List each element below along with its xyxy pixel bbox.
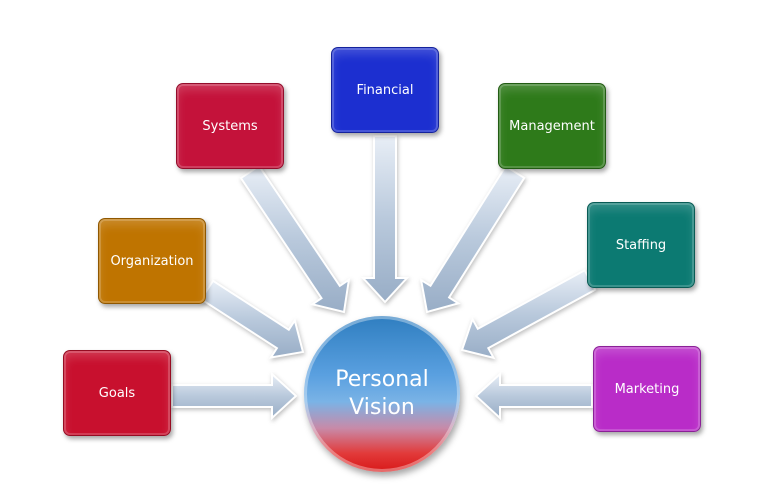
management-node: Management xyxy=(498,83,606,169)
organization-node: Organization xyxy=(98,218,206,304)
systems-arrow xyxy=(239,164,351,314)
goals-label: Goals xyxy=(98,385,136,401)
financial-label: Financial xyxy=(356,82,414,98)
systems-node: Systems xyxy=(176,83,284,169)
financial-arrow xyxy=(360,135,410,304)
goals-node: Goals xyxy=(63,350,171,436)
systems-label: Systems xyxy=(202,118,258,134)
center-line-1: Personal xyxy=(335,367,429,392)
management-label: Management xyxy=(509,118,595,134)
financial-node: Financial xyxy=(331,47,439,133)
staffing-arrow xyxy=(460,268,597,360)
goals-arrow xyxy=(171,371,298,421)
marketing-label: Marketing xyxy=(614,381,680,397)
management-arrow xyxy=(419,164,526,314)
organization-arrow xyxy=(199,279,305,359)
arrows-group xyxy=(171,135,597,421)
center-line-2: Vision xyxy=(349,395,415,420)
organization-label: Organization xyxy=(110,253,194,269)
personal-vision-circle: Personal Vision xyxy=(304,316,460,472)
staffing-label: Staffing xyxy=(615,237,667,253)
marketing-arrow xyxy=(474,371,593,421)
staffing-node: Staffing xyxy=(587,202,695,288)
marketing-node: Marketing xyxy=(593,346,701,432)
